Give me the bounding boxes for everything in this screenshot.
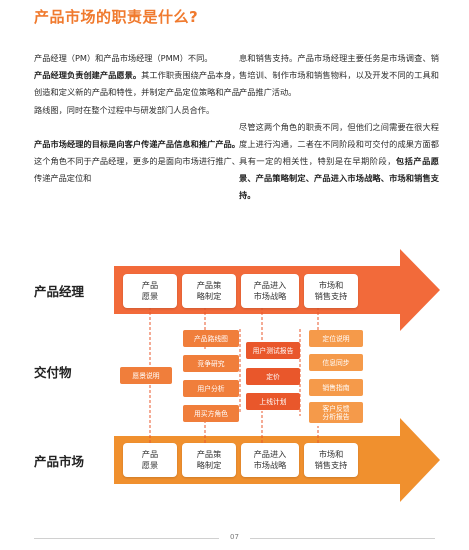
pm-box-gtm: 产品进入 市场战略 bbox=[241, 274, 299, 308]
pm-box-strategy: 产品策 略制定 bbox=[182, 274, 236, 308]
deliverables-row-label: 交付物 bbox=[34, 365, 72, 380]
chip-customer-feedback: 客户反馈 分析报告 bbox=[309, 402, 363, 423]
paragraph-text: 尽管这两个角色的职责不同，但他们之间需要在很大程度上进行沟通，二者在不同阶段和可… bbox=[239, 121, 439, 167]
paragraph: 息和销售支持。产品市场经理主要任务是市场调查、销售培训、制作市场和销售物料，以及… bbox=[239, 53, 439, 98]
bold-text: 产品市场经理的目标是向客户传递产品信息和推广产品。 bbox=[34, 138, 240, 149]
footer-rule-right bbox=[250, 538, 435, 539]
chip-user-test-report: 用户测试报告 bbox=[246, 342, 300, 359]
left-column: 产品经理（PM）和产品市场经理（PMM）不同。 产品经理负责创建产品愿景。其工作… bbox=[34, 50, 240, 187]
bold-text: 产品经理负责创建产品愿景。 bbox=[34, 70, 142, 81]
pmm-row-label: 产品市场 bbox=[34, 454, 85, 469]
pmm-box-gtm: 产品进入 市场战略 bbox=[241, 443, 299, 477]
paragraph: 产品市场经理的目标是向客户传递产品信息和推广产品。这个角色不同于产品经理，更多的… bbox=[34, 136, 240, 188]
paragraph: 产品经理负责创建产品愿景。其工作职责围绕产品本身，创造和定义新的产品和特性，并制… bbox=[34, 67, 240, 119]
pmm-box-vision: 产品 愿景 bbox=[123, 443, 177, 477]
chip-pricing: 定价 bbox=[246, 368, 300, 385]
paragraph: 产品经理（PM）和产品市场经理（PMM）不同。 bbox=[34, 53, 213, 63]
page-title: 产品市场的职责是什么? bbox=[34, 8, 199, 26]
pm-box-sales: 市场和 销售支持 bbox=[304, 274, 358, 308]
pmm-box-strategy: 产品策 略制定 bbox=[182, 443, 236, 477]
bold-text: 包括产品愿景、产品策略制定、产品进入市场战略、市场和销售支持。 bbox=[239, 156, 439, 201]
paragraph: 尽管这两个角色的职责不同，但他们之间需要在很大程度上进行沟通，二者在不同阶段和可… bbox=[239, 119, 439, 205]
pm-box-vision: 产品 愿景 bbox=[123, 274, 177, 308]
text-fade-overlay bbox=[0, 206, 469, 234]
chip-competitive-research: 竞争研究 bbox=[183, 355, 239, 372]
chip-sales-guide: 销售指南 bbox=[309, 379, 363, 396]
chip-vision-statement: 愿景说明 bbox=[120, 367, 172, 384]
paragraph-text: 这个角色不同于产品经理，更多的是面向市场进行推广、传递产品定位和 bbox=[34, 156, 240, 184]
footer-rule-left bbox=[34, 538, 219, 539]
chip-buyer-persona: 用买方角色 bbox=[183, 405, 239, 422]
roles-diagram: 产品经理 交付物 产品市场 产品 愿景 产品策 略制定 产品进入 市场战略 市场… bbox=[0, 244, 469, 534]
chip-launch-plan: 上线计划 bbox=[246, 393, 300, 410]
paragraph-text: 其工作职责围绕产品本身，创造和定义新的产品和特性，并制定产品定位策略和产品路线图… bbox=[34, 70, 240, 115]
chip-info-sync: 信息同步 bbox=[309, 354, 363, 371]
chip-product-roadmap: 产品路线图 bbox=[183, 330, 239, 347]
chip-positioning: 定位说明 bbox=[309, 330, 363, 347]
chip-user-analysis: 用户分析 bbox=[183, 380, 239, 397]
right-column: 息和销售支持。产品市场经理主要任务是市场调查、销售培训、制作市场和销售物料，以及… bbox=[239, 50, 439, 205]
page-number: 07 bbox=[230, 533, 239, 541]
pmm-box-sales: 市场和 销售支持 bbox=[304, 443, 358, 477]
pm-row-label: 产品经理 bbox=[34, 284, 85, 299]
